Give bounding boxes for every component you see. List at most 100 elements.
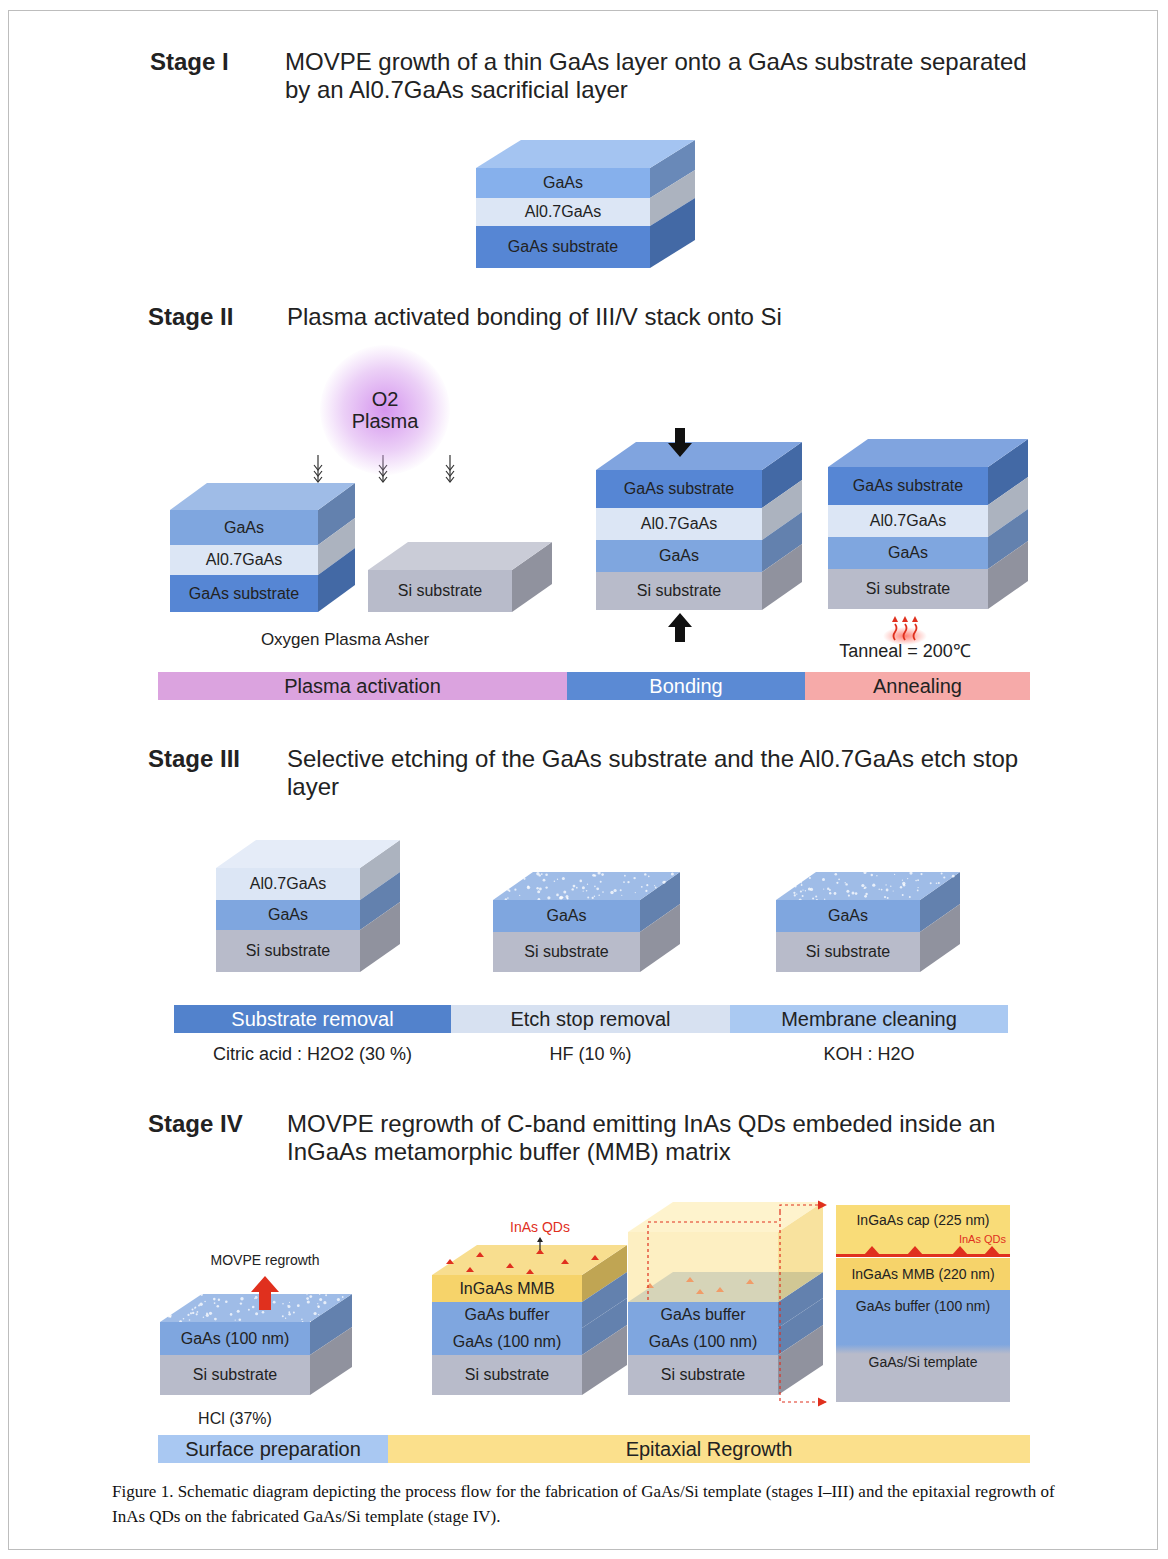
surface-texture: [809, 877, 811, 879]
process-band: Epitaxial Regrowth: [388, 1435, 1030, 1463]
layer-box: Si substrate: [596, 572, 762, 610]
surface-texture: [318, 1306, 320, 1308]
zoom-outline: [647, 1222, 648, 1300]
surface-texture: [664, 881, 666, 883]
heat-wave: [912, 616, 918, 622]
surface-texture: [920, 873, 922, 875]
surface-texture: [886, 889, 889, 892]
surface-texture: [237, 1310, 240, 1313]
layer-box: Si substrate: [628, 1355, 778, 1395]
surface-texture: [194, 1308, 195, 1309]
layer-box: Si substrate: [216, 930, 360, 972]
quantum-dot: [591, 1255, 599, 1260]
surface-texture: [879, 889, 880, 890]
surface-texture: [654, 885, 655, 886]
layer-label: GaAs: [828, 907, 868, 925]
surface-texture: [846, 890, 849, 893]
surface-texture: [319, 1298, 322, 1301]
surface-texture: [594, 895, 596, 897]
surface-texture: [900, 886, 902, 888]
surface-texture: [217, 1305, 220, 1308]
surface-texture: [592, 897, 594, 899]
surface-texture: [861, 884, 864, 887]
surface-texture: [902, 880, 903, 881]
surface-texture: [536, 872, 539, 875]
surface-texture: [301, 1319, 303, 1321]
plasma-arrow: [449, 455, 450, 482]
surface-texture: [306, 1294, 307, 1295]
layer-label: InGaAs MMB: [459, 1280, 554, 1298]
zoom-line: [780, 1205, 826, 1212]
surface-texture: [594, 886, 596, 888]
heat-wave: [902, 616, 908, 622]
zoom-outline: [648, 1221, 780, 1222]
surface-texture: [793, 892, 795, 894]
surface-texture: [235, 1319, 236, 1320]
surface-texture: [319, 1294, 320, 1295]
surface-texture: [893, 890, 894, 891]
layer-box: Al0.7GaAs: [476, 198, 650, 226]
surface-texture: [240, 1302, 242, 1304]
surface-texture: [915, 880, 917, 882]
surface-texture: [239, 1319, 242, 1322]
surface-texture: [802, 895, 804, 897]
surface-texture: [671, 873, 674, 876]
surface-texture: [855, 892, 858, 895]
surface-texture: [845, 882, 846, 883]
surface-texture: [582, 886, 585, 889]
surface-texture: [547, 896, 550, 899]
surface-texture: [537, 890, 540, 893]
surface-texture: [909, 872, 912, 875]
surface-texture: [309, 1295, 312, 1298]
surface-texture: [288, 1305, 291, 1308]
layer-label: Al0.7GaAs: [641, 515, 717, 533]
surface-texture: [827, 888, 829, 890]
surface-texture: [519, 895, 520, 896]
annotation: MOVPE growth of a thin GaAs layer onto a…: [285, 48, 1045, 103]
layer-label: Si substrate: [661, 1366, 745, 1384]
surface-texture: [583, 891, 584, 892]
surface-texture: [545, 886, 547, 888]
annotation: InAs QDs: [930, 1233, 1006, 1246]
layer-box: InGaAs MMB: [432, 1275, 582, 1302]
layer-label: GaAs substrate: [853, 477, 963, 495]
surface-texture: [852, 892, 855, 895]
layer-box: Si substrate: [160, 1355, 310, 1395]
surface-texture: [917, 887, 918, 888]
process-band: Plasma activation: [158, 672, 567, 700]
surface-texture: [566, 897, 568, 899]
process-band: Annealing: [805, 672, 1030, 700]
top-face: [160, 1294, 352, 1322]
surface-texture: [560, 896, 563, 899]
side-face: [640, 904, 680, 972]
layer-label: GaAs: [224, 519, 264, 537]
plasma-arrow: [446, 471, 454, 476]
layer-box: GaAs substrate: [476, 226, 650, 268]
surface-texture: [572, 888, 574, 890]
layer-box: Al0.7GaAs: [170, 545, 318, 575]
surface-texture: [885, 884, 886, 885]
annotation: InAs QDs: [480, 1219, 600, 1235]
layer-label: GaAs (100 nm): [649, 1333, 757, 1351]
layer-box: Si substrate: [432, 1355, 582, 1395]
surface-texture: [192, 1312, 194, 1314]
surface-texture: [796, 893, 797, 894]
surface-texture: [800, 890, 802, 892]
surface-texture: [206, 1314, 209, 1317]
quantum-dot: [864, 1246, 880, 1255]
surface-texture: [580, 880, 583, 883]
top-face: [170, 483, 355, 510]
surface-texture: [213, 1298, 216, 1301]
surface-texture: [602, 891, 604, 893]
surface-texture: [586, 890, 588, 892]
heat-wave: [914, 624, 917, 640]
side-face: [582, 1325, 627, 1395]
annotation: KOH : H2O: [730, 1044, 1008, 1065]
surface-texture: [805, 890, 806, 891]
side-face: [762, 544, 802, 610]
surface-texture: [189, 1319, 191, 1321]
cap-top: [628, 1202, 823, 1232]
surface-texture: [203, 1317, 205, 1319]
layer-label: GaAs substrate: [189, 585, 299, 603]
surface-texture: [214, 1318, 217, 1321]
